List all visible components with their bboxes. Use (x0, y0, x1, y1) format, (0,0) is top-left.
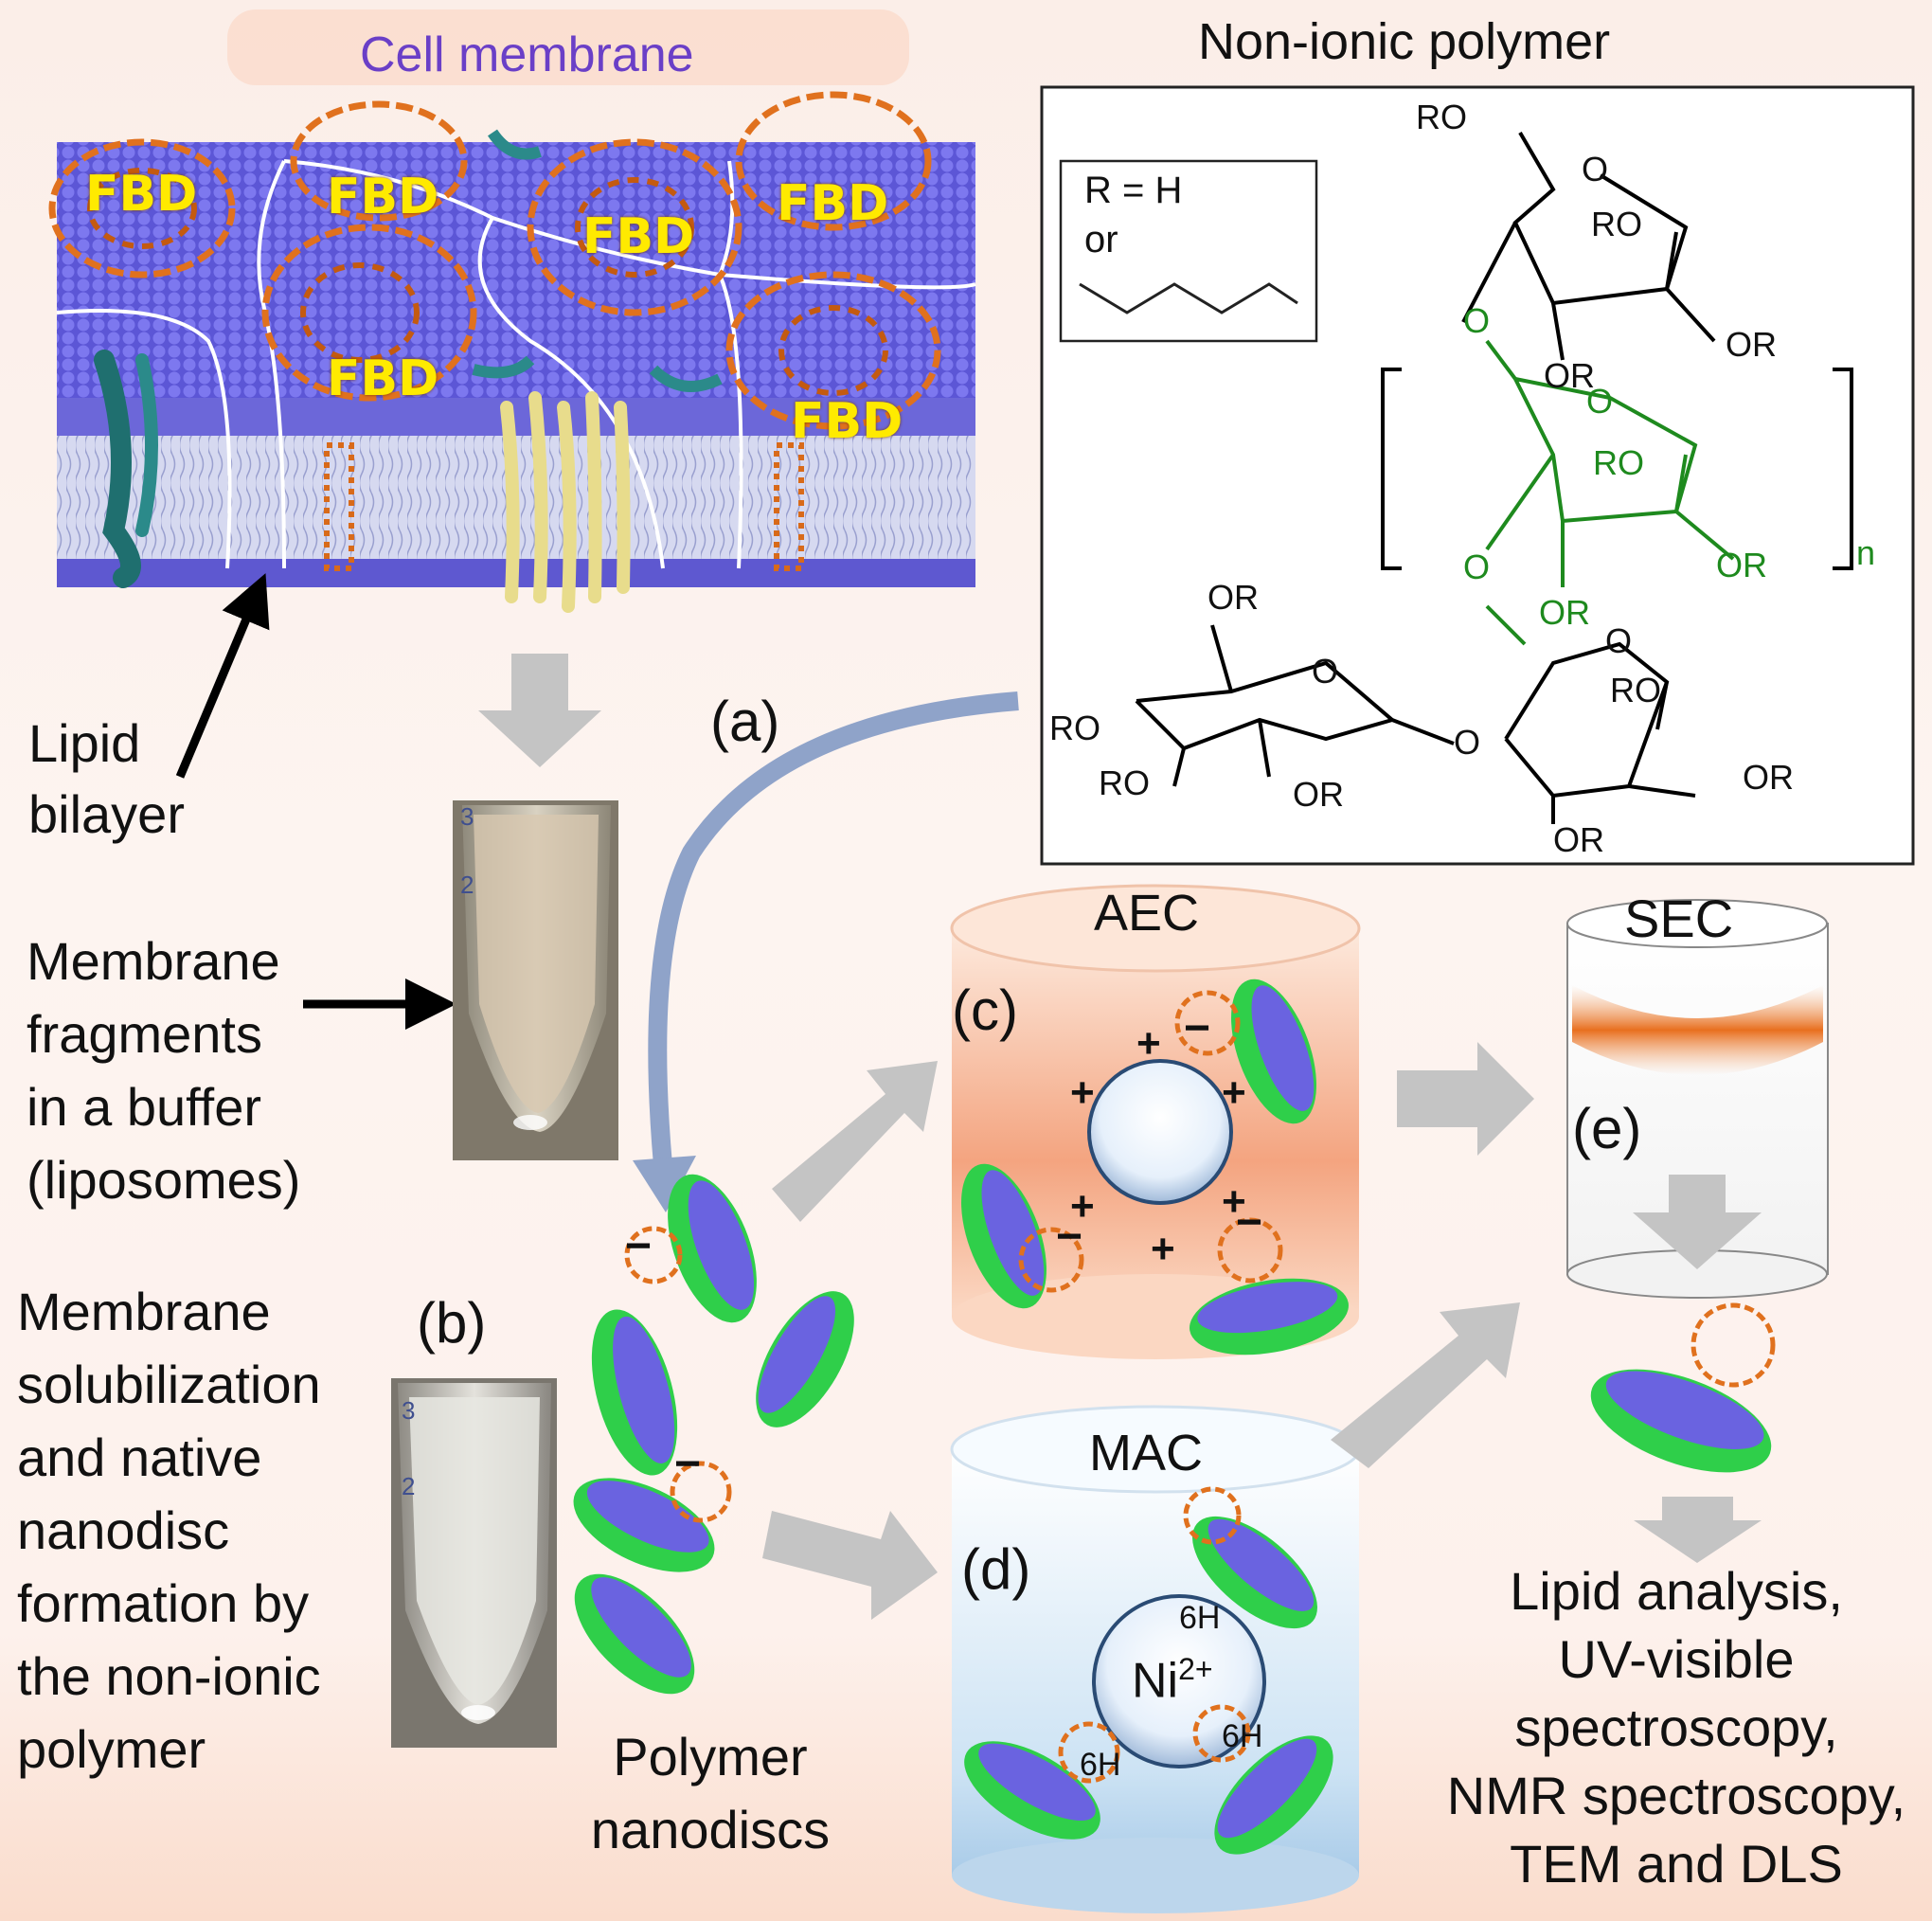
step-e-label: (e) (1572, 1097, 1642, 1160)
cell-membrane-illustration (48, 91, 976, 613)
solubilization-line-6: the non-ionic (17, 1646, 321, 1706)
arrow-to-analysis (1634, 1497, 1762, 1563)
charge-plus-1: + (1136, 1020, 1161, 1067)
repeat-unit-skeleton (1485, 339, 1735, 646)
arrow-aec-to-sec (1397, 1042, 1534, 1156)
solubilization-line-1: Membrane (17, 1282, 271, 1341)
solubilization-line-3: and native (17, 1427, 262, 1487)
r-definition-line-1: R = H (1084, 170, 1183, 211)
fragments-line-4: (liposomes) (27, 1150, 301, 1210)
chem-or-1: OR (1726, 325, 1777, 364)
tube-liposomes (453, 800, 618, 1160)
tube-nanodiscs (391, 1378, 557, 1748)
analysis-line-4: NMR spectroscopy, (1446, 1766, 1906, 1825)
charge-minus-5: − (674, 1439, 702, 1489)
fbd-label-5: FBD (327, 350, 439, 407)
chem-o-5: O (1312, 652, 1339, 691)
step-d-label: (d) (961, 1537, 1031, 1601)
solubilization-line-7: polymer (17, 1719, 206, 1779)
chem-o-7: O (1454, 723, 1481, 762)
chem-o-6: O (1605, 621, 1633, 660)
charge-plus-2: + (1070, 1069, 1095, 1116)
chem-o-1: O (1582, 150, 1609, 189)
title-highlight (227, 9, 909, 85)
chem-o-4: O (1463, 548, 1491, 586)
chem-ro-4: RO (1049, 709, 1100, 747)
solubilization-line-4: nanodisc (17, 1500, 230, 1560)
fbd-label-3: FBD (582, 208, 695, 265)
fbd-label-2: FBD (327, 169, 439, 225)
nanodiscs-label-2: nanodiscs (590, 1800, 831, 1859)
nanodiscs (573, 978, 1772, 1855)
charge-minus-2: − (1056, 1212, 1083, 1262)
charge-plus-4: + (1070, 1183, 1095, 1230)
curved-arrow-a (648, 691, 1019, 1166)
chem-o-2: O (1463, 301, 1491, 340)
sec-label: SEC (1624, 889, 1734, 948)
tube1-mark-2: 2 (460, 871, 474, 899)
analysis-line-5: TEM and DLS (1510, 1834, 1843, 1894)
chem-o-3: O (1586, 382, 1614, 421)
solubilization-line-2: solubilization (17, 1355, 321, 1414)
nanodiscs-label-1: Polymer (613, 1727, 808, 1786)
nanodisc-proteins (624, 990, 1776, 1784)
lipid-bilayer-arrow (175, 573, 270, 779)
charge-plus-6: + (1151, 1226, 1175, 1272)
fbd-label-4: FBD (777, 175, 889, 232)
fbd-label-1: FBD (85, 166, 198, 223)
chem-ro-1: RO (1416, 98, 1467, 136)
chem-ro-2: RO (1591, 205, 1642, 243)
analysis-line-1: Lipid analysis, (1510, 1561, 1843, 1621)
chem-or-8: OR (1553, 820, 1604, 859)
chem-or-5: OR (1208, 578, 1259, 617)
cell-membrane-title: Cell membrane (360, 27, 694, 82)
arrow-to-mac (762, 1511, 938, 1620)
chem-n: n (1856, 533, 1876, 572)
his-tag-label-1: 6H (1179, 1600, 1221, 1636)
fbd-label-6: FBD (791, 393, 903, 450)
step-c-label: (c) (952, 978, 1018, 1042)
chem-ro-6: RO (1610, 671, 1661, 709)
fragments-line-3: in a buffer (27, 1077, 262, 1137)
analysis-line-2: UV-visible (1558, 1629, 1795, 1689)
analysis-line-3: spectroscopy, (1514, 1697, 1838, 1757)
chem-or-6: OR (1293, 775, 1344, 814)
charge-minus-3: − (1236, 1197, 1263, 1248)
ni-label: Ni2+ (1132, 1652, 1213, 1709)
fragments-line-2: fragments (27, 1004, 262, 1064)
polymer-title: Non-ionic polymer (1198, 13, 1611, 70)
lipid-bilayer-label-1: Lipid (28, 713, 141, 773)
chem-or-4: OR (1539, 593, 1590, 632)
charge-minus-4: − (625, 1221, 653, 1271)
charge-minus-1: − (1184, 1003, 1211, 1053)
polymer-skeleton (1135, 131, 1853, 824)
sec-column (1566, 899, 1829, 1299)
his-tag-label-3: 6H (1080, 1747, 1121, 1783)
step-b-label: (b) (417, 1291, 487, 1355)
charge-plus-3: + (1222, 1069, 1246, 1116)
chem-ro-5: RO (1099, 763, 1150, 802)
his-tag-label-2: 6H (1222, 1718, 1263, 1754)
chem-or-3: OR (1716, 546, 1767, 584)
tube2-mark-3: 3 (402, 1396, 416, 1425)
charge-plus-5: + (1222, 1178, 1246, 1225)
mac-label: MAC (1089, 1425, 1203, 1481)
chem-or-2: OR (1544, 356, 1595, 395)
aec-label: AEC (1094, 885, 1200, 942)
lipid-bilayer-label-2: bilayer (28, 784, 185, 844)
down-arrow-1 (478, 654, 601, 767)
step-a-label: (a) (710, 690, 780, 753)
arrow-mac-to-sec (1331, 1302, 1520, 1468)
chem-or-7: OR (1743, 758, 1794, 797)
arrow-to-aec (772, 1061, 938, 1222)
r-definition-line-2: or (1084, 219, 1118, 260)
fragments-line-1: Membrane (27, 931, 280, 991)
chem-ro-3: RO (1593, 443, 1644, 482)
r-definition-box (1059, 159, 1318, 343)
tube1-mark-3: 3 (460, 802, 474, 831)
tube2-mark-2: 2 (402, 1472, 416, 1500)
solubilization-line-5: formation by (17, 1573, 310, 1633)
